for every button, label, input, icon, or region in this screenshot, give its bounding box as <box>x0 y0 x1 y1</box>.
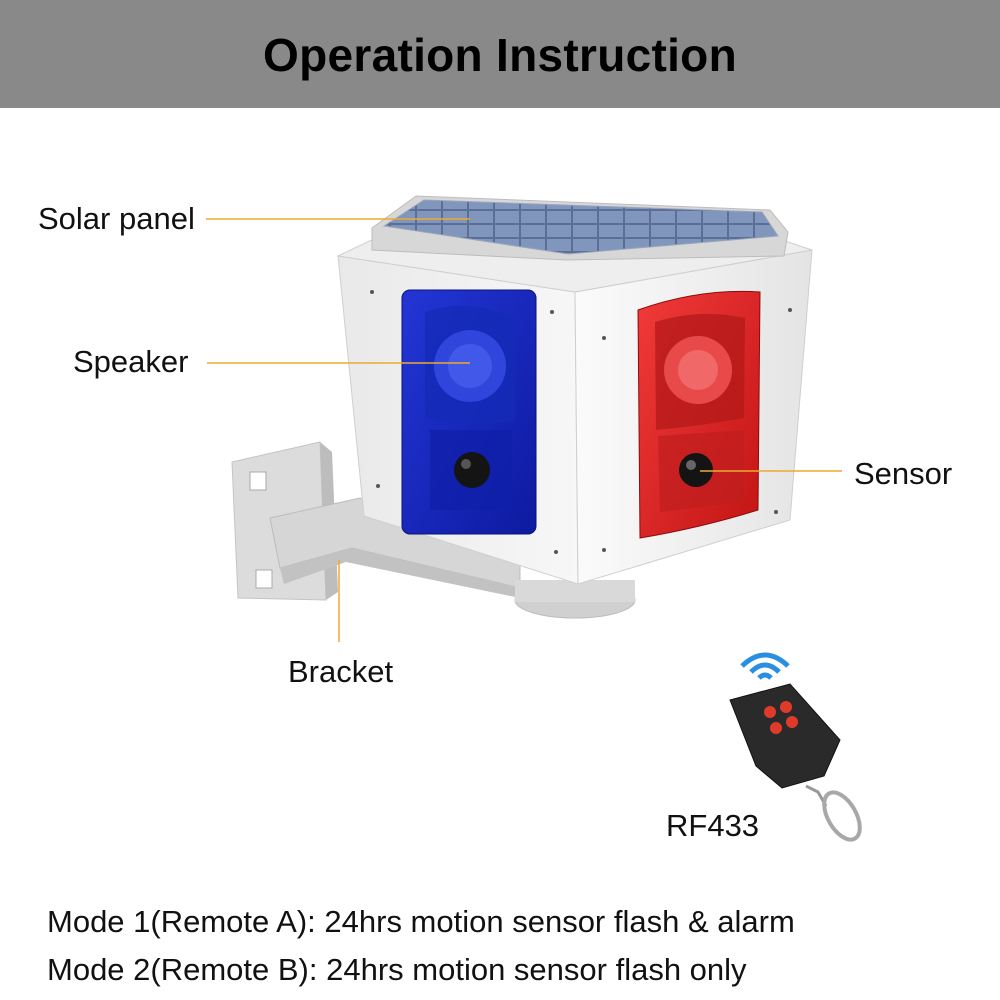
callout-leaders <box>206 218 842 642</box>
bracket <box>231 441 636 619</box>
mode-2-description: Mode 2(Remote B): 24hrs motion sensor fl… <box>47 952 747 987</box>
wifi-signal-icon <box>740 652 790 668</box>
solar-panel-label: Solar panel <box>38 201 195 236</box>
remote-control <box>729 652 862 842</box>
title-banner: Operation Instruction <box>0 0 1000 108</box>
remote-label: RF433 <box>666 808 760 843</box>
solar-panel <box>371 195 789 261</box>
blue-speaker-module <box>401 289 537 535</box>
speaker-label: Speaker <box>73 344 189 379</box>
sensor-label: Sensor <box>854 456 953 491</box>
red-speaker-module <box>637 290 761 539</box>
mode-1-description: Mode 1(Remote A): 24hrs motion sensor fl… <box>47 904 795 939</box>
bracket-label: Bracket <box>288 654 394 689</box>
page-title: Operation Instruction <box>263 29 737 81</box>
